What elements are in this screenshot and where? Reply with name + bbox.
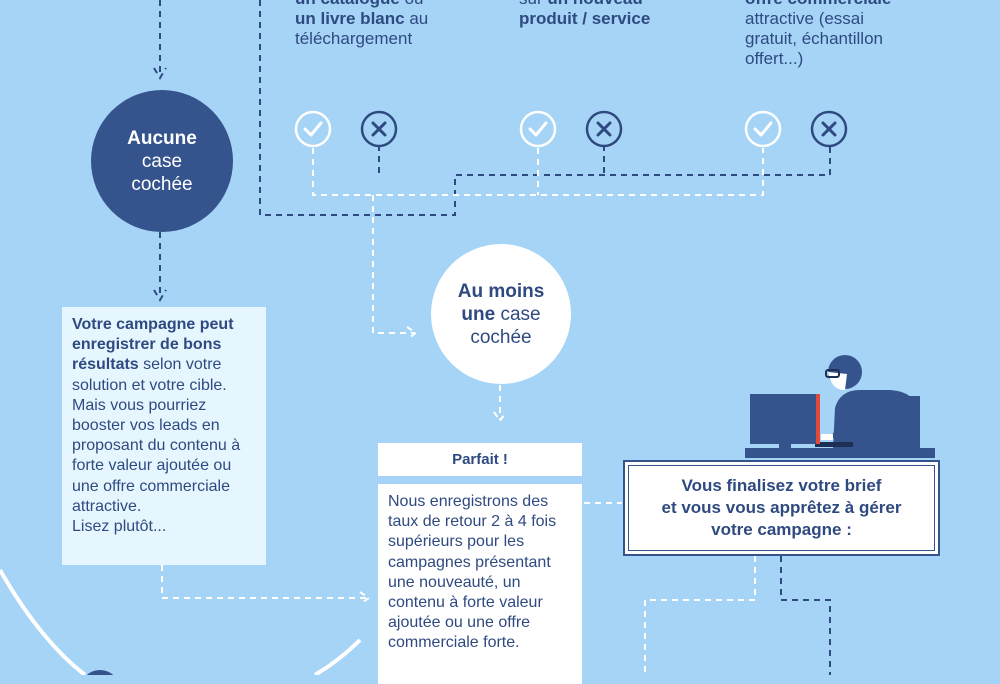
option-telechargement: téléchargement bbox=[295, 29, 495, 49]
option-offre-text: offre commerciale attractive (essai grat… bbox=[745, 0, 945, 69]
option-nouveau-bold: un nouveau bbox=[547, 0, 642, 8]
person-at-computer-illustration bbox=[745, 350, 945, 462]
option-offre-line3: gratuit, échantillon bbox=[745, 29, 945, 49]
cross-icon[interactable] bbox=[360, 110, 398, 148]
check-icon[interactable] bbox=[294, 110, 332, 148]
at-least-one-checked-circle: Au moins une case cochée bbox=[431, 244, 571, 384]
option-produit-bold: produit / service bbox=[519, 9, 650, 28]
one-circle-line3: cochée bbox=[470, 326, 531, 349]
perfect-title: Parfait ! bbox=[452, 451, 508, 468]
one-circle-line2-rest: case bbox=[495, 304, 540, 325]
brief-line1: Vous finalisez votre brief bbox=[662, 475, 902, 497]
perfect-text: Nous enregistrons des taux de retour 2 à… bbox=[388, 493, 556, 651]
one-circle-line1: Au moins bbox=[458, 280, 545, 303]
brief-line2: et vous vous apprêtez à gérer bbox=[662, 497, 902, 519]
cross-icon[interactable] bbox=[585, 110, 623, 148]
option-livre-suffix: au bbox=[405, 9, 429, 28]
advice-link[interactable]: Lisez plutôt... bbox=[72, 518, 166, 535]
perfect-text-box: Nous enregistrons des taux de retour 2 à… bbox=[378, 484, 582, 684]
none-circle-line3: cochée bbox=[131, 173, 192, 196]
option-livre-blanc-bold: un livre blanc bbox=[295, 9, 405, 28]
option-nouveau-prefix: sur bbox=[519, 0, 547, 8]
option-catalogue-text: un catalogue ou un livre blanc au téléch… bbox=[295, 0, 495, 49]
one-circle-line2-bold: une bbox=[461, 304, 495, 325]
cross-icon[interactable] bbox=[810, 110, 848, 148]
perfect-title-box: Parfait ! bbox=[378, 443, 582, 476]
none-circle-line2: case bbox=[142, 150, 182, 173]
brief-box: Vous finalisez votre brief et vous vous … bbox=[623, 460, 940, 556]
advice-text: selon votre solution et votre cible. Mai… bbox=[72, 356, 240, 514]
advice-box: Votre campagne peut enregistrer de bons … bbox=[62, 307, 266, 565]
check-icon[interactable] bbox=[519, 110, 557, 148]
option-catalogue-bold: un catalogue bbox=[295, 0, 400, 8]
none-checked-circle: Aucune case cochée bbox=[91, 90, 233, 232]
option-offre-line2: attractive (essai bbox=[745, 9, 945, 29]
check-icon[interactable] bbox=[744, 110, 782, 148]
brief-line3: votre campagne : bbox=[662, 519, 902, 541]
none-circle-line1: Aucune bbox=[127, 127, 197, 150]
option-nouveau-text: sur un nouveau produit / service bbox=[519, 0, 719, 29]
option-catalogue-suffix: ou bbox=[400, 0, 424, 8]
option-offre-line4: offert...) bbox=[745, 49, 945, 69]
option-offre-bold: offre commerciale bbox=[745, 0, 891, 8]
